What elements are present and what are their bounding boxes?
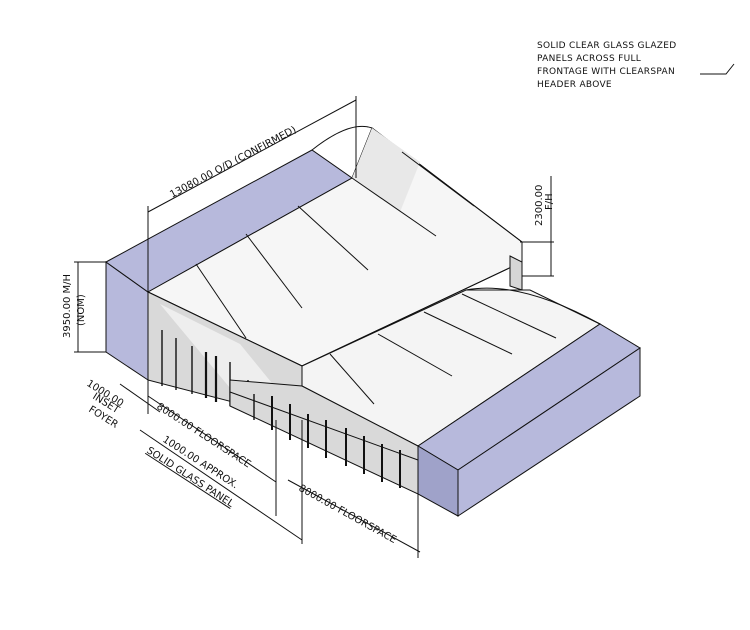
left-roof-panel-line: [195, 263, 247, 339]
left-roof-panel-line: [245, 233, 303, 309]
note-leader: [700, 63, 735, 75]
note-line-3: FRONTAGE WITH CLEARSPAN: [537, 67, 675, 77]
left-wing-rear-wall: [509, 255, 523, 291]
dim-overall-line: [147, 99, 357, 213]
dim-inset-line: [119, 383, 161, 413]
left-roof-curve: [311, 125, 523, 243]
dim-floorspace-right-line: [287, 479, 421, 553]
note-line-1: SOLID CLEAR GLASS GLAZED: [537, 41, 677, 51]
glazing-note: SOLID CLEAR GLASS GLAZED PANELS ACROSS F…: [537, 40, 707, 92]
glazing-header: [229, 391, 419, 461]
left-roof-panel-line: [401, 151, 475, 207]
left-roof-shade: [352, 128, 420, 212]
dim-frame-height-unit: F/H: [544, 193, 555, 210]
right-roof-panel-line: [377, 333, 453, 377]
left-roof-panel-line: [351, 177, 437, 237]
right-roof-panel-line: [461, 293, 557, 339]
note-line-4: HEADER ABOVE: [537, 80, 612, 90]
right-roof-panel-line: [423, 311, 513, 355]
dim-floorspace-right-label: 8000.00 FLOORSPACE: [297, 483, 398, 546]
dim-max-height-label: 3950.00 M/H: [62, 274, 73, 338]
dim-frame-height-label: 2300.00: [534, 185, 545, 226]
dim-max-height-note: (NOM): [76, 294, 87, 326]
left-roof-panel-line: [297, 205, 369, 271]
dim-glass-panel-line: [139, 429, 303, 541]
note-line-2: PANELS ACROSS FULL: [537, 54, 642, 64]
right-roof-panel-line: [329, 353, 375, 405]
dim-floorspace-left-line: [147, 395, 277, 483]
right-roof-curve: [465, 287, 601, 325]
right-end-wall-front: [457, 347, 641, 517]
